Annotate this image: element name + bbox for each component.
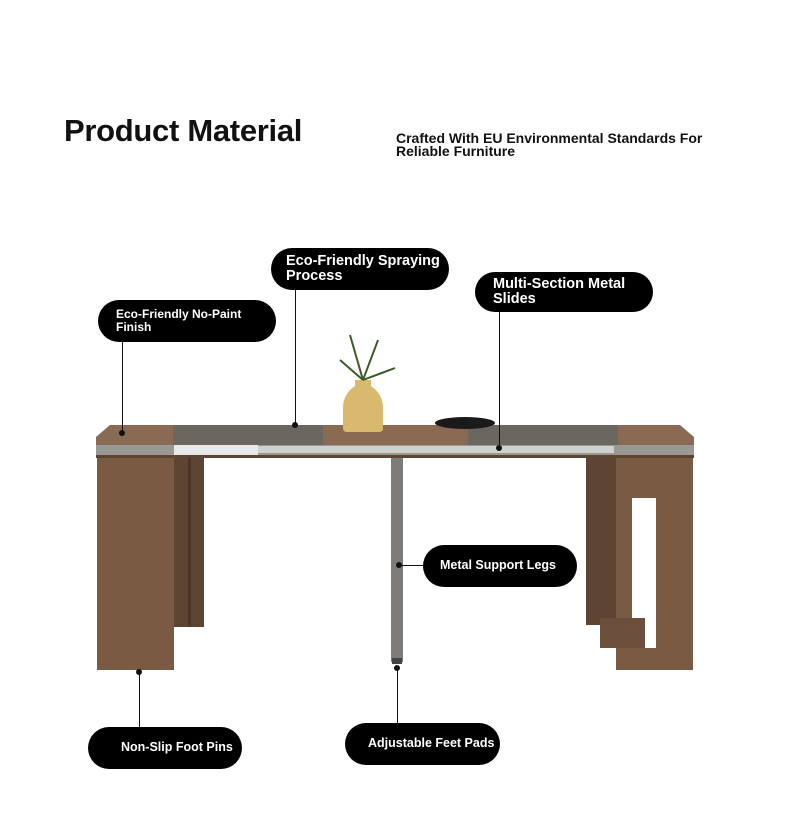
callout-feet-pads: Adjustable Feet Pads <box>345 723 500 765</box>
callout-metal-slides: Multi-Section Metal Slides <box>475 272 653 312</box>
metal-slide <box>258 446 614 453</box>
callout-spraying-process: Eco-Friendly Spraying Process <box>271 248 449 290</box>
callout-metal-support-legs: Metal Support Legs <box>423 545 577 587</box>
plant <box>339 334 396 381</box>
page-subtitle: Crafted With EU Environmental Standards … <box>396 130 703 159</box>
page-title: Product Material <box>64 113 303 148</box>
decor-tray <box>435 417 495 429</box>
left-cabinet <box>97 455 174 670</box>
callout-no-paint-finish: Eco-Friendly No-Paint Finish <box>98 300 276 342</box>
center-support-leg <box>391 455 403 662</box>
callout-foot-pins: Non-Slip Foot Pins <box>88 727 242 769</box>
right-cabinet-side <box>586 455 616 625</box>
vase <box>343 380 383 432</box>
